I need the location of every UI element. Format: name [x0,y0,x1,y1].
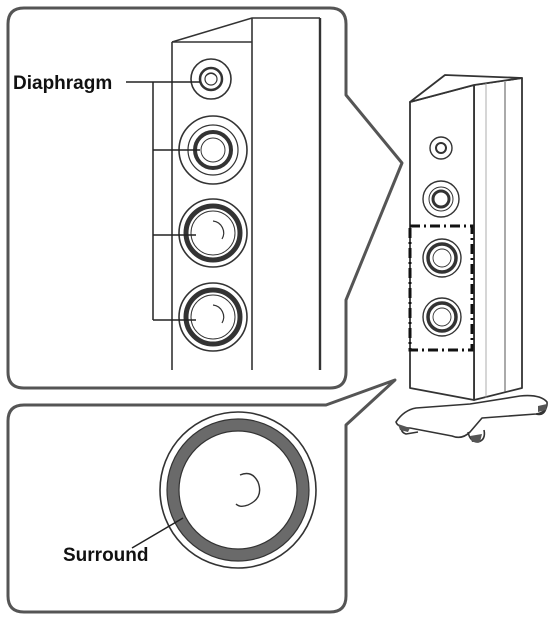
surround-label: Surround [63,545,149,566]
diaphragm-label: Diaphragm [13,73,112,94]
bottom-callout-panel: Surround [8,380,395,612]
top-callout-panel: Diaphragm [8,8,402,388]
top-callout-outline [8,8,402,388]
floor-standing-speaker-icon [396,75,547,442]
woofer-detail [160,412,316,568]
